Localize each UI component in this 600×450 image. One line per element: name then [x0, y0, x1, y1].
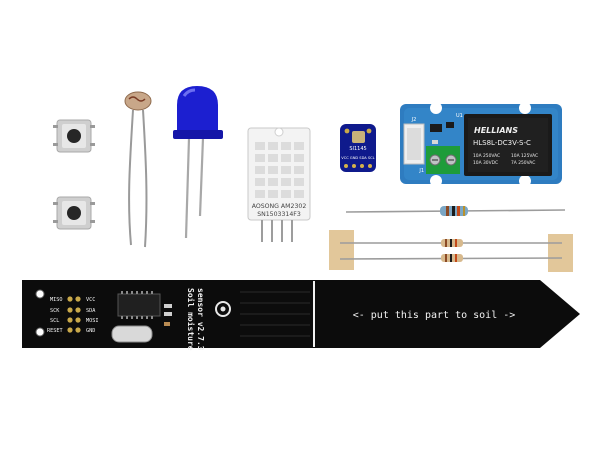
resistor-tape-pair [329, 230, 573, 272]
soil-pin-left-3: RESET [47, 328, 63, 334]
relay-model: HLS8L-DC3V-S-C [473, 139, 531, 147]
soil-arrow-text: <- put this part to soil -> [353, 310, 516, 321]
relay-rating-left-2: 10A 30VDC [473, 160, 498, 166]
dht-label-line1: AOSONG AM2302 [252, 203, 307, 210]
gear-logo-icon [215, 301, 231, 317]
soil-title-line1: Soil moisture [186, 288, 196, 351]
soil-pin-left-0: MISO [50, 297, 63, 303]
soil-moisture-sensor: MISO SCK SCL RESET VCC SDA MOSI GND Soil… [22, 280, 580, 351]
push-button-top [53, 119, 95, 153]
resistor-single [345, 206, 566, 216]
blue-led [173, 86, 223, 239]
dht22-sensor: AOSONG AM2302 SN1503314F3 [247, 127, 311, 242]
soil-pin-right-3: GND [86, 328, 95, 334]
uv-sensor-label: SI1145 [349, 146, 366, 152]
soil-pin-right-0: VCC [86, 297, 95, 303]
relay-brand: HELLIANS [474, 126, 518, 135]
photoresistor [124, 91, 152, 248]
soil-pin-right-1: SDA [86, 308, 96, 314]
relay-label-j1: J1 [418, 168, 424, 174]
soil-pin-left-1: SCK [50, 308, 60, 314]
relay-rating-left-1: 10A 250VAC [473, 153, 500, 159]
push-button-bottom [53, 196, 95, 230]
relay-label-u1: U1 [456, 113, 463, 119]
soil-pin-left-2: SCL [50, 318, 59, 324]
soil-pin-right-2: MOSI [86, 318, 99, 324]
relay-rating-right-1: 10A 125VAC [511, 153, 538, 159]
relay-module: J2 U1 J1 HELLIANS HLS8L-DC3V-S-C 10A 250… [400, 102, 562, 187]
soil-title-line2: sensor v2.7.3 [196, 288, 205, 351]
relay-rating-right-2: 7A 250VAC [511, 160, 535, 166]
relay-label-j2: J2 [411, 117, 417, 123]
uv-sensor-board: SI1145 VCC GND SDA SCL [340, 124, 376, 172]
dht-label-line2: SN1503314F3 [257, 211, 301, 218]
uv-sensor-pins: VCC GND SDA SCL [341, 156, 374, 160]
